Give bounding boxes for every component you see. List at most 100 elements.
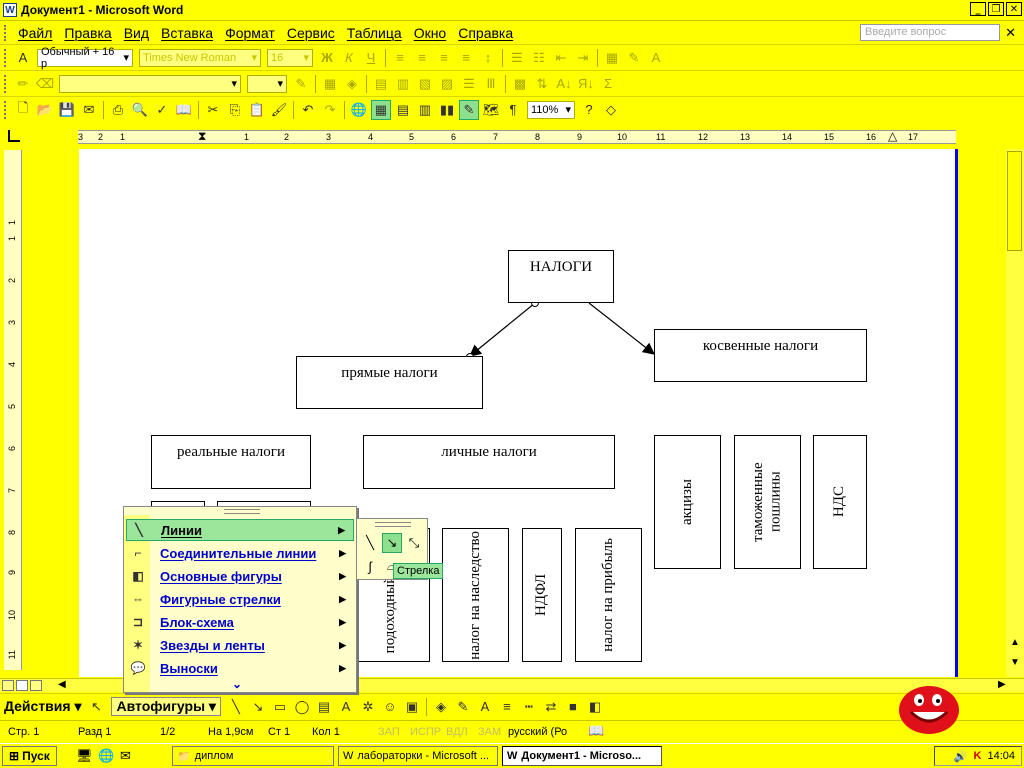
arrow-shape-icon[interactable]: ↘ [382, 533, 402, 553]
insert-table-icon[interactable]: ▤ [374, 75, 388, 91]
menu-drag-handle[interactable] [224, 509, 260, 514]
autosum-icon[interactable]: Σ [603, 76, 613, 91]
columns-icon[interactable]: ▮▮ [439, 101, 455, 117]
paste-icon[interactable]: 📋 [248, 101, 266, 117]
menu-item-stars[interactable]: ✶Звезды и ленты▶ [126, 634, 354, 656]
office-assistant-icon[interactable] [897, 680, 961, 736]
line-shape-icon[interactable]: ╲ [366, 535, 374, 550]
actions-menu[interactable]: Действия ▾ [4, 698, 82, 714]
submenu-drag-handle[interactable] [375, 522, 411, 527]
outside-border-icon[interactable]: ▦ [323, 75, 337, 91]
scroll-thumb[interactable] [1007, 151, 1022, 251]
open-icon[interactable]: 📂 [36, 101, 54, 117]
distribute-cols-icon[interactable]: Ⅲ [486, 75, 496, 91]
permission-icon[interactable]: ✉ [83, 101, 95, 117]
distribute-rows-icon[interactable]: ☰ [463, 75, 475, 91]
menu-tools[interactable]: Сервис [286, 24, 335, 41]
decrease-indent-icon[interactable]: ⇤ [555, 49, 567, 65]
status-ext[interactable]: ВДЛ [446, 726, 468, 738]
status-rec[interactable]: ЗАП [378, 726, 400, 738]
vertical-ruler[interactable]: 1 1 2 3 4 5 6 7 8 9 10 11 [4, 150, 22, 670]
help-icon[interactable]: ? [585, 102, 593, 117]
show-desktop-icon[interactable]: 🖥 [76, 748, 93, 763]
box-real-taxes[interactable]: реальные налоги [151, 435, 311, 489]
text-direction-icon[interactable]: ⇅ [536, 75, 548, 91]
outlook-icon[interactable]: ✉ [120, 748, 131, 763]
border-color-icon[interactable]: ✎ [295, 75, 307, 91]
document-map-icon[interactable]: 🗺 [482, 101, 500, 117]
show-hide-icon[interactable]: ¶ [509, 102, 517, 117]
spelling-icon[interactable]: ✓ [156, 101, 168, 117]
font-color-draw-icon[interactable]: A [480, 699, 490, 714]
word-app-icon[interactable]: W [3, 3, 17, 17]
menu-item-callouts[interactable]: 💬Выноски▶ [126, 657, 354, 679]
clipart-icon[interactable]: ☺ [383, 699, 397, 714]
box-profit-tax[interactable]: налог на прибыль [575, 528, 642, 662]
draw-table-icon[interactable]: ✏ [17, 75, 29, 91]
menu-window[interactable]: Окно [413, 24, 447, 41]
line-style-icon[interactable]: ≡ [503, 699, 511, 714]
format-painter-icon[interactable]: 🖌 [270, 101, 288, 117]
close-button[interactable]: ✕ [1006, 2, 1022, 16]
menu-view[interactable]: Вид [123, 24, 150, 41]
merge-cells-icon[interactable]: ▥ [396, 75, 410, 91]
oval-tool-icon[interactable]: ◯ [294, 698, 310, 714]
wordart-icon[interactable]: A [341, 699, 351, 714]
arrow-to-direct-taxes[interactable] [469, 302, 536, 357]
align-center-icon[interactable]: ≡ [418, 50, 426, 65]
toolbar-grip[interactable] [4, 100, 8, 119]
insert-table-std-icon[interactable]: ▤ [396, 101, 410, 117]
shadow-icon[interactable]: ■ [569, 699, 577, 714]
double-arrow-shape-icon[interactable]: ⤡ [408, 535, 420, 550]
toolbar-grip[interactable] [4, 48, 8, 67]
close-document-icon[interactable]: ✕ [1005, 25, 1016, 40]
line-spacing-icon[interactable]: ↕ [484, 50, 492, 65]
box-inheritance-tax[interactable]: налог на наследство [442, 528, 509, 662]
web-view-button[interactable] [16, 680, 28, 691]
start-button[interactable]: ⊞Пуск [2, 746, 57, 766]
normal-view-button[interactable] [2, 680, 14, 691]
copy-icon[interactable]: ⎘ [229, 101, 241, 117]
diagram-icon[interactable]: ✲ [362, 698, 374, 714]
tab-selector[interactable] [8, 130, 20, 142]
research-icon[interactable]: 📖 [175, 101, 193, 117]
menu-insert[interactable]: Вставка [161, 24, 214, 41]
freeform-shape-icon[interactable]: ⌓ [386, 558, 398, 573]
box-ndfl[interactable]: НДФЛ [522, 528, 562, 662]
print-preview-icon[interactable]: 🔍 [131, 101, 149, 117]
toolbar-grip[interactable] [4, 74, 8, 93]
cut-icon[interactable]: ✂ [207, 101, 219, 117]
line-tool-icon[interactable]: ╲ [232, 698, 240, 714]
menu-item-lines[interactable]: ╲Линии▶ [126, 519, 354, 541]
sort-asc-icon[interactable]: A↓ [556, 76, 572, 91]
arrow-to-indirect-taxes[interactable] [588, 302, 655, 355]
arrow-style-icon[interactable]: ⇄ [545, 698, 557, 714]
restore-button[interactable]: ❐ [988, 2, 1004, 16]
fill-color-icon[interactable]: ◈ [435, 698, 446, 714]
eraser-icon[interactable]: ⌫ [35, 75, 55, 91]
insert-excel-icon[interactable]: ▥ [418, 101, 432, 117]
justify-icon[interactable]: ≡ [462, 50, 470, 65]
textbox-tool-icon[interactable]: ▤ [317, 698, 331, 714]
highlight-icon[interactable]: ✎ [628, 49, 640, 65]
font-combo[interactable]: Times New Roman▾ [139, 48, 261, 67]
right-indent-marker[interactable]: △ [888, 129, 898, 143]
align-cell-icon[interactable]: ▨ [440, 75, 454, 91]
autoshapes-menu-button[interactable]: Автофигуры ▾ [111, 697, 221, 716]
bullets-icon[interactable]: ☷ [533, 49, 545, 65]
arrow-tool-icon[interactable]: ↘ [252, 698, 264, 714]
ask-question-input[interactable]: Введите вопрос [860, 24, 1000, 41]
menu-edit[interactable]: Правка [64, 24, 112, 41]
redo-icon[interactable]: ↷ [324, 101, 336, 117]
spelling-status-icon[interactable]: 📖 [588, 723, 605, 738]
menu-file[interactable]: Файл [18, 24, 53, 41]
shading-icon[interactable]: ◈ [347, 75, 357, 91]
save-icon[interactable]: 💾 [58, 101, 76, 117]
expand-menu-icon[interactable]: ⌄ [232, 677, 243, 691]
select-objects-icon[interactable]: ↖ [91, 698, 102, 714]
status-trk[interactable]: ИСПР [410, 726, 442, 738]
print-icon[interactable]: ⎙ [112, 101, 124, 117]
undo-icon[interactable]: ↶ [302, 101, 314, 117]
numbering-icon[interactable]: ☰ [511, 49, 523, 65]
